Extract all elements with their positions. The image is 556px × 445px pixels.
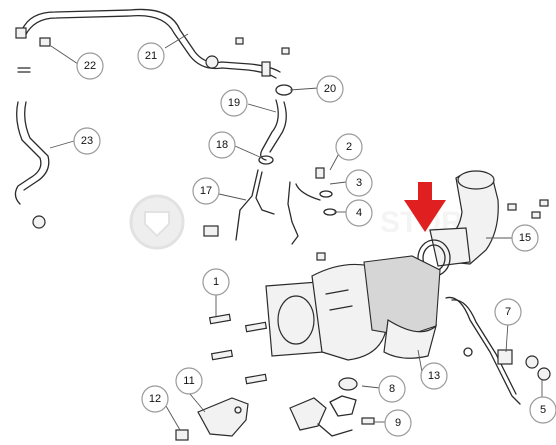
callout-2: 2 (335, 133, 363, 161)
callout-12: 12 (141, 385, 169, 413)
callout-18: 18 (208, 131, 236, 159)
svg-text:11: 11 (183, 375, 194, 387)
svg-text:18: 18 (216, 139, 228, 151)
part-23-hose (14, 101, 50, 229)
leader-lines (49, 33, 543, 431)
part-7-water-line (445, 296, 521, 405)
callout-17: 17 (192, 177, 220, 205)
part-21-pipe (15, 8, 281, 79)
svg-text:4: 4 (356, 207, 362, 219)
callout-3: 3 (345, 169, 373, 197)
svg-text:9: 9 (395, 417, 401, 429)
part-17-oil-line (203, 169, 275, 241)
part-1-studs (208, 313, 268, 385)
callout-19: 19 (220, 89, 248, 117)
callout-7: 7 (494, 298, 522, 326)
part-8-9-water-line (289, 377, 375, 437)
svg-text:8: 8 (389, 383, 395, 395)
highlight-arrow (404, 182, 446, 232)
callout-22: 22 (76, 52, 104, 80)
svg-text:23: 23 (81, 135, 93, 147)
part-12-bolt (175, 429, 189, 441)
callout-4: 4 (345, 199, 373, 227)
part-13-turbocharger (265, 255, 441, 361)
callout-5: 5 (529, 396, 556, 424)
part-5-banjo-bolts (525, 355, 551, 381)
svg-text:1: 1 (213, 276, 219, 288)
svg-text:21: 21 (145, 50, 157, 62)
small-bolts (235, 37, 549, 261)
callout-1: 1 (202, 268, 230, 296)
svg-text:22: 22 (84, 60, 96, 72)
callout-15: 15 (511, 224, 539, 252)
svg-text:17: 17 (200, 185, 212, 197)
svg-text:19: 19 (228, 97, 240, 109)
svg-text:20: 20 (324, 83, 336, 95)
svg-text:3: 3 (356, 177, 362, 189)
callout-20: 20 (316, 75, 344, 103)
svg-text:15: 15 (519, 232, 531, 244)
part-19-hose (260, 99, 279, 161)
svg-text:12: 12 (149, 393, 161, 405)
part-20-clamp (275, 84, 293, 96)
part-18-clamp (258, 155, 274, 165)
part-11-bracket (197, 397, 249, 437)
svg-text:5: 5 (540, 404, 546, 416)
callout-21: 21 (137, 42, 165, 70)
callout-9: 9 (384, 409, 412, 437)
callout-23: 23 (73, 127, 101, 155)
callout-13: 13 (420, 362, 448, 390)
svg-text:2: 2 (346, 141, 352, 153)
callout-11: 11 (175, 367, 203, 395)
svg-text:13: 13 (428, 370, 440, 382)
part-22-fitting (17, 37, 51, 73)
oil-return-line (287, 181, 321, 245)
part-15-outlet-elbow (429, 170, 499, 267)
callout-8: 8 (378, 375, 406, 403)
svg-text:7: 7 (505, 306, 511, 318)
